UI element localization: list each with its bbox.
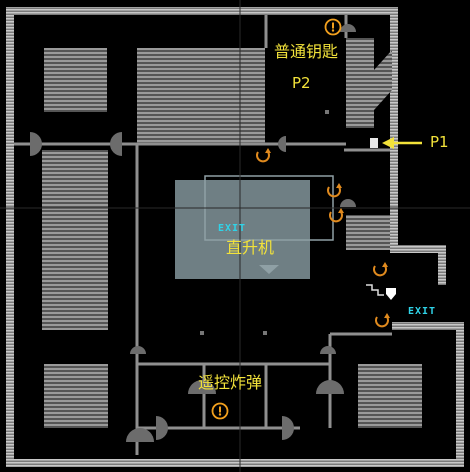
p2-label: P2: [292, 74, 311, 92]
rotate-arrow-icon[interactable]: [329, 208, 344, 223]
exit-sign-main: EXIT: [218, 223, 247, 234]
pointer-arrow-icon: [382, 137, 422, 149]
interior-walls: [14, 15, 392, 455]
p1-label: P1: [430, 133, 449, 151]
player-marker-icon: [370, 138, 378, 148]
alert-circle-icon[interactable]: [211, 402, 229, 420]
floor-markers: [200, 110, 329, 335]
key-label: 普通钥匙: [274, 42, 339, 61]
bomb-label: 遥控炸弹: [198, 373, 263, 392]
helicopter-label: 直升机: [226, 238, 275, 257]
outer-walls: [6, 7, 464, 467]
rotate-arrow-icon[interactable]: [375, 313, 390, 328]
rotate-arrow-icon[interactable]: [373, 262, 388, 277]
rotate-arrow-icon[interactable]: [256, 148, 271, 163]
rotate-arrow-icon[interactable]: [327, 183, 342, 198]
ramp: [374, 50, 392, 110]
room-blocks: [42, 38, 422, 428]
alert-circle-icon[interactable]: [324, 18, 342, 36]
player-marker-icon: [386, 288, 396, 300]
doors: [30, 24, 356, 442]
stairs-icon: [366, 284, 384, 296]
exit-sign-side: EXIT: [408, 306, 437, 317]
